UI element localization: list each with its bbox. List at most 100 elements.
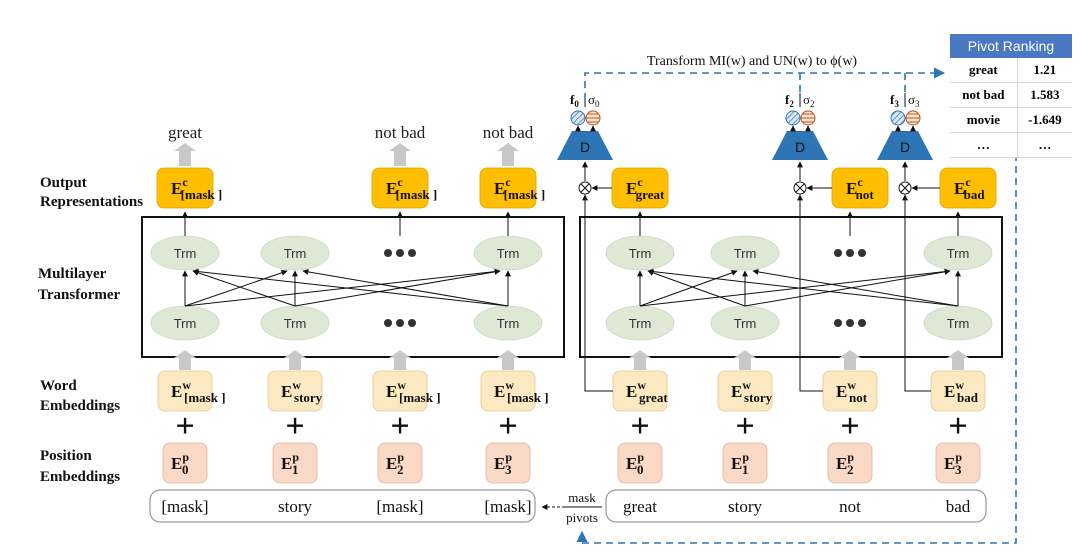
word-embedding-box — [480, 370, 536, 412]
input-token: [mask] — [484, 497, 531, 516]
trm-label: Trm — [629, 246, 652, 261]
word-embedding-box — [717, 370, 773, 412]
ellipsis-dot — [396, 319, 404, 327]
ellipsis-dot — [384, 319, 392, 327]
plus-sign: + — [390, 408, 409, 445]
gray-arrow-up — [947, 350, 969, 370]
position-label-line2: Embeddings — [40, 469, 120, 485]
multiply-cross — [795, 183, 805, 193]
ranking-score: -1.649 — [1016, 107, 1072, 133]
attention-connection — [752, 268, 959, 307]
position-embedding-box — [377, 442, 423, 484]
plus-sign: + — [735, 408, 754, 445]
sigma-circle — [800, 110, 816, 126]
embedding-to-multiply-line — [582, 194, 613, 392]
gray-arrow-up — [174, 350, 196, 370]
embedding-to-multiply-line — [902, 194, 931, 392]
word-embedding-box — [372, 370, 428, 412]
transformer-label-line2: Transformer — [38, 287, 121, 303]
attention-connection — [639, 270, 738, 307]
trm-node — [260, 235, 330, 271]
ellipsis-dot — [834, 249, 842, 257]
output-label-line2: Representations — [40, 194, 143, 210]
position-embedding-box — [162, 442, 208, 484]
ranking-score: … — [1016, 132, 1072, 158]
f-label: f0 — [570, 92, 579, 109]
ranking-word: movie — [950, 107, 1018, 133]
feature-circle — [570, 110, 586, 126]
ranking-word: great — [950, 58, 1018, 83]
mask-pivots-label-top: mask — [568, 490, 596, 505]
output-representation-box — [156, 167, 214, 209]
feedback-dashed-arrow — [576, 130, 1017, 544]
right-transformer-box — [579, 216, 1003, 358]
attention-connection — [184, 268, 501, 307]
transform-text: Transform MI(w) and UN(w) to ϕ(w) — [647, 54, 858, 69]
input-token: story — [278, 497, 313, 516]
table-row: …… — [950, 132, 1072, 158]
ellipsis-dot — [408, 249, 416, 257]
gray-arrow-up — [497, 143, 519, 166]
discriminator-label: D — [900, 139, 910, 155]
plus-sign: + — [175, 408, 194, 445]
discriminator-shape — [877, 131, 933, 160]
trm-label: Trm — [947, 316, 970, 331]
position-embedding-box — [617, 442, 663, 484]
input-token: great — [623, 497, 657, 516]
output-label-line1: Output — [40, 175, 87, 191]
ellipsis-dot — [408, 319, 416, 327]
ranking-word: not bad — [950, 82, 1018, 108]
attention-connection — [192, 268, 509, 307]
pivot-ranking-title: Pivot Ranking — [950, 34, 1072, 58]
position-embedding-box — [272, 442, 318, 484]
right-input-box — [605, 489, 987, 523]
ranking-word: … — [950, 132, 1018, 158]
ellipsis-dot — [396, 249, 404, 257]
input-token: [mask] — [161, 497, 208, 516]
gray-arrow-up — [839, 350, 861, 370]
plus-sign: + — [630, 408, 649, 445]
f-label: f3 — [890, 92, 899, 109]
output-text: not bad — [483, 123, 534, 142]
table-row: movie-1.649 — [950, 107, 1072, 133]
multiply-cross — [900, 183, 910, 193]
attention-connection — [192, 269, 296, 307]
embedding-to-multiply-line — [797, 194, 823, 392]
gray-arrow-up — [629, 350, 651, 370]
ellipsis-dot — [858, 319, 866, 327]
sigma-circle — [585, 110, 601, 126]
ranking-score: 1.583 — [1016, 82, 1072, 108]
output-representation-box — [479, 167, 537, 209]
trm-node — [710, 235, 780, 271]
output-text: not bad — [375, 123, 426, 142]
output-representation-label: Ec[mask ] — [494, 175, 545, 202]
sigma-label: σ0 — [588, 92, 600, 109]
plus-sign: + — [498, 408, 517, 445]
input-token: [mask] — [376, 497, 423, 516]
multiply-cross — [580, 183, 590, 193]
word-embedding-label: Ew[mask ] — [386, 378, 441, 405]
trm-label: Trm — [734, 246, 757, 261]
gray-arrow-up — [497, 350, 519, 370]
sigma-label: σ3 — [908, 92, 920, 109]
attention-connection — [744, 268, 951, 307]
left-input-box — [149, 489, 536, 523]
trm-label: Trm — [174, 316, 197, 331]
trm-label: Trm — [174, 246, 197, 261]
discriminator-shape — [772, 131, 828, 160]
output-representation-label: Ec[mask ] — [386, 175, 437, 202]
position-embedding-box — [722, 442, 768, 484]
